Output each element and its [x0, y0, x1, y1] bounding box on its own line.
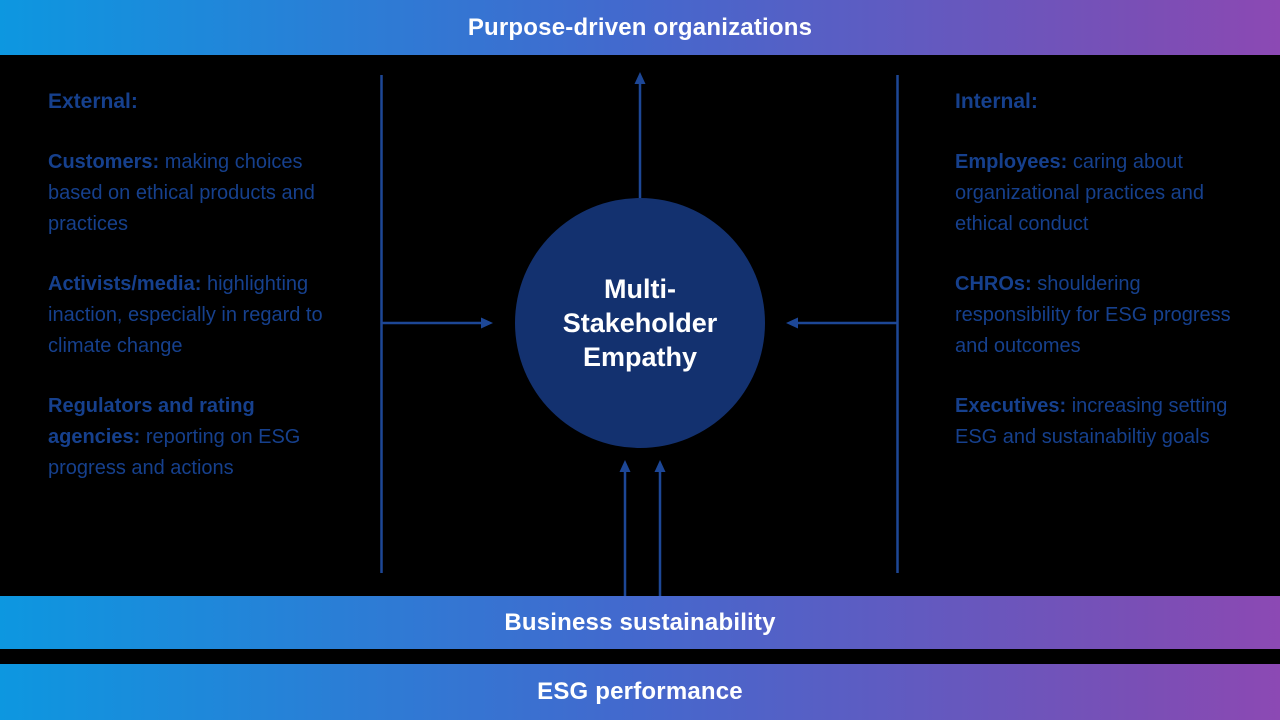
external-item-customers-lead: Customers: [48, 151, 160, 173]
internal-to-circle-arrowhead-icon [786, 317, 798, 329]
esg-performance-banner: ESG performance [0, 664, 1280, 720]
circle-label-line-3: Empathy [582, 342, 698, 372]
external-item-regulators-text: reporting on ESG progress and actions [48, 426, 301, 479]
internal-item-executives: Executives: increasing setting ESG and s… [955, 391, 1243, 453]
sustainability-to-circle-arrowhead-icon-2 [654, 460, 666, 472]
internal-item-employees-text: caring about organizational practices an… [955, 151, 1205, 235]
external-stakeholders-column: External: Customers: making choices base… [48, 86, 336, 513]
internal-item-employees-lead: Employees: [955, 151, 1068, 173]
internal-item-chros-lead: CHROs: [955, 273, 1032, 295]
multi-stakeholder-empathy-circle: Multi- Stakeholder Empathy [515, 198, 765, 448]
internal-item-chros: CHROs: shouldering responsibility for ES… [955, 269, 1243, 362]
external-item-regulators-lead: Regulators and rating agencies: [48, 395, 255, 448]
internal-item-executives-lead: Executives: [955, 395, 1067, 417]
circle-to-top-banner-arrowhead-icon [634, 72, 646, 84]
circle-label: Multi- Stakeholder Empathy [563, 272, 718, 374]
internal-item-executives-text: increasing setting ESG and sustainabilti… [955, 395, 1228, 448]
circle-label-line-1: Multi- [604, 274, 676, 304]
internal-item-employees: Employees: caring about organizational p… [955, 147, 1243, 240]
purpose-driven-organizations-banner: Purpose-driven organizations [0, 0, 1280, 55]
middle-banner-label: Business sustainability [504, 608, 776, 636]
top-banner-label: Purpose-driven organizations [467, 13, 813, 41]
external-to-circle-arrowhead-icon [481, 317, 493, 329]
circle-label-line-2: Stakeholder [562, 308, 718, 338]
external-item-customers-text: making choices based on ethical products… [48, 151, 315, 235]
external-item-activists-media-text: highlighting inaction, especially in reg… [48, 273, 323, 357]
sustainability-to-circle-arrowhead-icon-1 [619, 460, 631, 472]
bottom-banner-label: ESG performance [537, 678, 743, 705]
external-heading: External: [48, 90, 138, 113]
external-item-activists-media-lead: Activists/media: [48, 273, 202, 295]
business-sustainability-banner: Business sustainability [0, 596, 1280, 649]
internal-item-chros-text: shouldering responsibility for ESG progr… [955, 273, 1231, 357]
external-item-customers: Customers: making choices based on ethic… [48, 147, 336, 240]
internal-stakeholders-column: Internal: Employees: caring about organi… [955, 86, 1243, 482]
external-item-regulators: Regulators and rating agencies: reportin… [48, 391, 336, 484]
internal-heading: Internal: [955, 90, 1038, 113]
external-item-activists-media: Activists/media: highlighting inaction, … [48, 269, 336, 362]
